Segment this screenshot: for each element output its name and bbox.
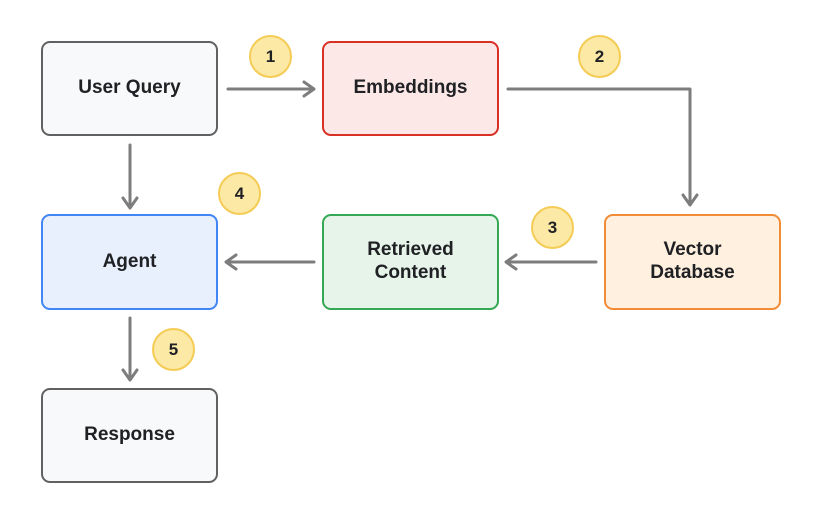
retrieved-content-node: Retrieved Content <box>322 214 499 310</box>
response-label: Response <box>84 424 175 446</box>
step-badge-3: 3 <box>531 206 574 249</box>
arrow-embeddings-to-vector-database-head <box>681 193 699 207</box>
user-query-label: User Query <box>78 77 181 99</box>
vector-database-label: Vector Database <box>650 239 735 283</box>
response-node: Response <box>41 388 218 483</box>
arrow-query-to-embeddings-head <box>302 80 316 98</box>
user-query-node: User Query <box>41 41 218 136</box>
vector-database-node: Vector Database <box>604 214 781 310</box>
agent-node: Agent <box>41 214 218 310</box>
step-badge-1: 1 <box>249 35 292 78</box>
arrow-agent-to-response-head <box>121 368 139 382</box>
embeddings-label: Embeddings <box>353 77 468 99</box>
step-badge-2: 2 <box>578 35 621 78</box>
arrow-vector-database-to-retrieved-head <box>504 253 518 271</box>
agent-label: Agent <box>102 250 157 272</box>
arrow-retrieved-to-agent-head <box>224 253 238 271</box>
step-badge-5: 5 <box>152 328 195 371</box>
arrow-query-to-agent-head <box>121 196 139 210</box>
retrieved-content-label: Retrieved Content <box>367 239 454 283</box>
embeddings-node: Embeddings <box>322 41 499 136</box>
arrow-embeddings-to-vector-database <box>506 87 692 205</box>
step-badge-4: 4 <box>218 172 261 215</box>
